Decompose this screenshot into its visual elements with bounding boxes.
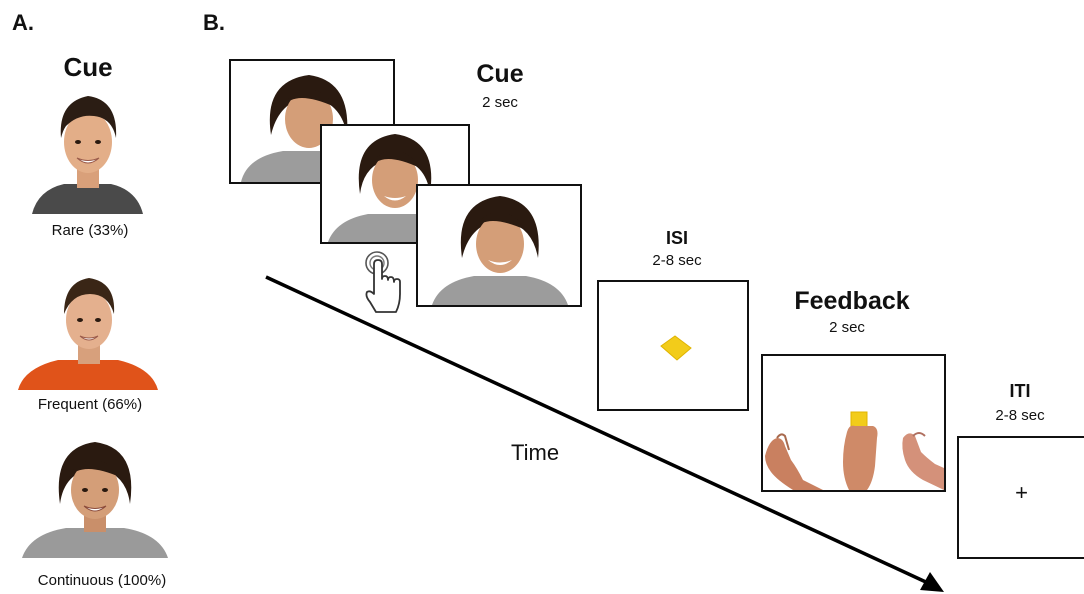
condition-label-rare: Rare (33%): [51, 222, 129, 239]
stage-title-cue: Cue: [476, 60, 524, 88]
panel-a-label: A.: [12, 10, 34, 35]
stage-duration-isi: 2-8 sec: [652, 252, 702, 269]
stage-title-isi: ISI: [665, 228, 688, 248]
stage-duration-feedback: 2 sec: [829, 319, 865, 336]
condition-label-continuous: Continuous (100%): [37, 572, 167, 589]
fixation-cross: +: [1015, 480, 1028, 505]
isi-frame: [597, 280, 749, 411]
rare-child-photo: [30, 86, 145, 214]
cue-frame-1: [229, 59, 395, 184]
panel-b-label: B.: [203, 10, 225, 35]
condition-label-frequent: Frequent (66%): [37, 396, 143, 413]
stage-duration-iti: 2-8 sec: [995, 407, 1045, 424]
frequent-child-photo: [18, 268, 158, 390]
iti-frame: +: [957, 436, 1084, 559]
time-label: Time: [511, 440, 560, 465]
stage-title-iti: ITI: [1009, 381, 1031, 401]
button-press-icon: [365, 251, 401, 313]
cue-frame-3: [416, 184, 582, 307]
stage-duration-cue: 2 sec: [482, 94, 518, 111]
stage-title-feedback: Feedback: [794, 287, 910, 315]
continuous-child-photo: [22, 438, 168, 558]
panel-a-title: Cue: [63, 52, 113, 82]
feedback-frame: [761, 354, 946, 492]
